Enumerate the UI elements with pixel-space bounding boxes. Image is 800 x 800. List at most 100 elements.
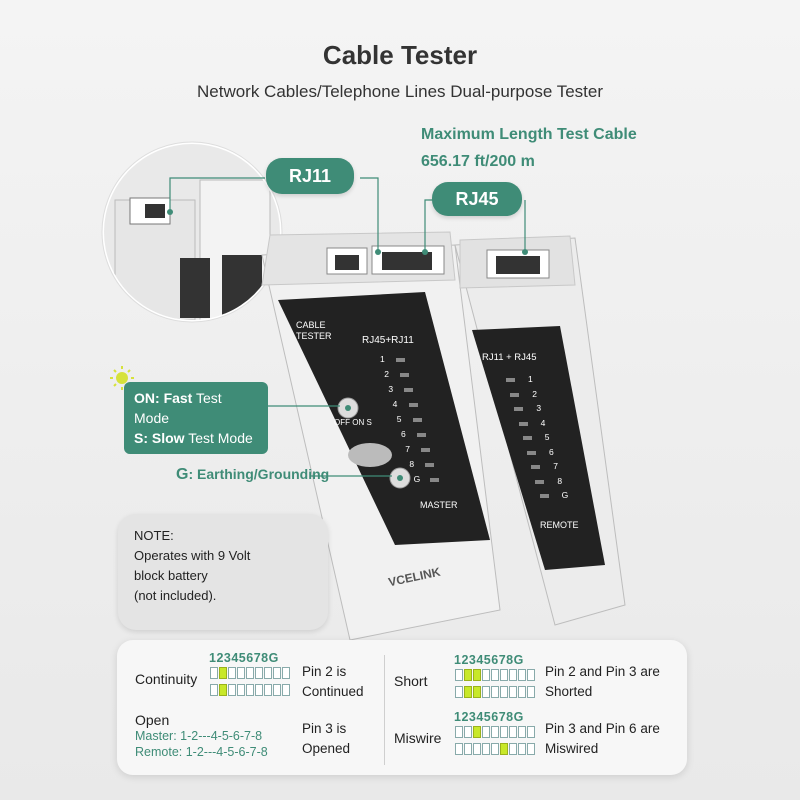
led-pin-4: [237, 667, 245, 679]
remote-label: REMOTE: [540, 520, 579, 530]
miswire-master-leds: [455, 726, 535, 738]
device-led-7: [421, 448, 431, 452]
device-pin-8: 8: [409, 459, 415, 469]
led-pin-6: [500, 743, 508, 755]
device-led-6: [417, 433, 426, 437]
led-pin-6: [500, 726, 508, 738]
led-pin-8: [518, 743, 526, 755]
device-led-G: [429, 478, 439, 482]
led-pin-5: [491, 743, 499, 755]
device-pin-6: 6: [401, 429, 406, 439]
miswire-remote-leds: [455, 743, 535, 755]
continuity-remote-leds: [210, 684, 290, 696]
device-led-4: [408, 403, 418, 407]
led-pin-5: [491, 686, 499, 698]
rj11-pill: RJ11: [266, 158, 354, 194]
max-length-value: 656.17 ft/200 m: [421, 153, 535, 170]
led-pin-2: [464, 726, 472, 738]
device-pin-1: 1: [380, 354, 385, 364]
device-led-5: [412, 418, 422, 422]
device-pin-3: 3: [388, 384, 394, 394]
open-master-seq: Master: 1-2---4-5-6-7-8: [135, 729, 263, 743]
device-pin-7: 7: [405, 444, 410, 454]
device-led-2: [510, 392, 520, 397]
led-pin-7: [509, 743, 517, 755]
led-pin-8: [518, 669, 526, 681]
short-pin-header: 12345678G: [454, 653, 524, 667]
device-pin-G: G: [413, 474, 421, 484]
open-label: Open: [135, 712, 170, 728]
remote-panel: [472, 326, 605, 570]
miswire-pin-header: 12345678G: [454, 710, 524, 724]
remote-port-label: RJ11 + RJ45: [482, 352, 537, 363]
led-pin-3: [228, 684, 236, 696]
device-led-4: [518, 421, 528, 426]
led-pin-9: [282, 667, 290, 679]
mode-box: ON: Fast Test Mode S: Slow Test Mode: [124, 382, 268, 454]
device-pin-2: 2: [384, 369, 389, 379]
continuity-desc: Pin 2 is Continued: [302, 664, 364, 699]
test-results-panel: [117, 640, 687, 775]
led-pin-4: [482, 726, 490, 738]
device-pin-1: 1: [528, 374, 533, 384]
device-pin-4: 4: [540, 417, 546, 428]
led-pin-2: [219, 667, 227, 679]
device-led-8: [425, 463, 435, 467]
continuity-master-leds: [210, 667, 290, 679]
led-pin-2: [219, 684, 227, 696]
led-pin-1: [455, 726, 463, 738]
open-desc: Pin 3 is Opened: [302, 721, 351, 756]
led-pin-3: [473, 726, 481, 738]
led-pin-5: [246, 684, 254, 696]
led-pin-3: [473, 686, 481, 698]
led-pin-7: [509, 726, 517, 738]
led-pin-9: [527, 669, 535, 681]
device-led-6: [527, 450, 536, 455]
grounding-label: G: Earthing/Grounding: [176, 466, 330, 483]
device-pin-5: 5: [544, 432, 550, 442]
device-led-3: [404, 388, 414, 392]
short-label: Short: [394, 673, 428, 689]
led-pin-8: [273, 684, 281, 696]
led-pin-6: [500, 686, 508, 698]
max-length-label: Maximum Length Test Cable: [421, 126, 637, 143]
led-pin-9: [527, 686, 535, 698]
led-pin-6: [255, 684, 263, 696]
led-pin-2: [464, 669, 472, 681]
led-pin-9: [527, 743, 535, 755]
master-label: MASTER: [420, 500, 458, 510]
master-port-label: RJ45+RJ11: [362, 335, 414, 346]
led-pin-4: [482, 686, 490, 698]
led-pin-1: [210, 684, 218, 696]
led-pin-8: [518, 726, 526, 738]
device-led-3: [514, 407, 524, 411]
led-pin-3: [473, 743, 481, 755]
note-box: NOTE: Operates with 9 Volt block battery…: [118, 514, 328, 630]
continuity-label: Continuity: [135, 671, 198, 687]
device-pin-4: 4: [392, 399, 398, 409]
page-title: Cable Tester: [322, 40, 478, 70]
device-led-1: [506, 378, 515, 382]
device-led-2: [400, 373, 410, 377]
led-pin-7: [264, 684, 272, 696]
led-pin-8: [273, 667, 281, 679]
short-desc: Pin 2 and Pin 3 are Shorted: [545, 664, 660, 699]
led-pin-6: [255, 667, 263, 679]
led-pin-1: [455, 686, 463, 698]
led-pin-1: [210, 667, 218, 679]
short-remote-leds: [455, 686, 535, 698]
led-pin-4: [482, 669, 490, 681]
led-pin-7: [509, 669, 517, 681]
led-pin-1: [455, 669, 463, 681]
device-pin-6: 6: [549, 446, 554, 457]
led-pin-7: [264, 667, 272, 679]
led-pin-8: [518, 686, 526, 698]
device-led-8: [535, 479, 545, 484]
rj11-closeup: [104, 144, 280, 320]
panel-divider: [384, 655, 385, 765]
device-led-5: [522, 436, 532, 440]
led-pin-3: [473, 669, 481, 681]
led-pin-2: [464, 686, 472, 698]
led-pin-4: [237, 684, 245, 696]
rj45-pill: RJ45: [432, 182, 522, 216]
